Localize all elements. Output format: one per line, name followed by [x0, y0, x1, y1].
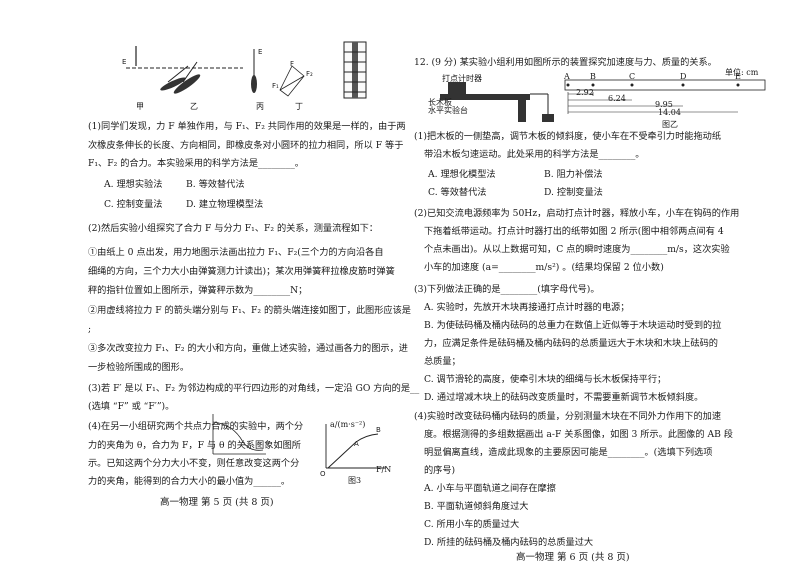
label-ding: 丁	[295, 102, 303, 111]
tape-value-1: 2.92	[576, 88, 594, 97]
fig1-note-2: 水平实验台	[428, 106, 468, 115]
q1-line-2: 次橡皮条伸长的长度、方向相同，即橡皮条对小圆环的拉力相同，所以 F 等于	[88, 140, 404, 151]
s3-option-a: A. 实验时，先放开木块再接通打点计时器的电源；	[424, 302, 630, 313]
svg-text:E: E	[122, 58, 126, 66]
s4-line-3: 明显偏离直线，造成此现象的主要原因可能是________。(选填下列选项	[424, 447, 713, 458]
tape-value-4: 14.04	[658, 108, 681, 117]
tape-point-c: C	[629, 72, 636, 81]
s4-line-1: (4)实验时改变砝码桶内砝码的质量，分别测量木块在不同外力作用下的加速	[414, 411, 722, 422]
fig1-note-1: 长木板	[428, 98, 452, 107]
s1-line-1: (1)把木板的一侧垫高，调节木板的倾斜度，使小车在不受牵引力时能拖动纸	[414, 131, 722, 142]
graph3-ylabel: a/(m·s⁻²)	[330, 420, 366, 429]
s4-line-2: 度。根据测得的多组数据画出 a-F 关系图像，如图 3 所示。此图像的 AB 段	[424, 429, 733, 440]
label-jia: 甲	[136, 102, 144, 111]
tape-unit: 单位: cm	[725, 68, 759, 77]
tape-value-3: 9.95	[655, 100, 673, 109]
q1-line-1: (1)同学们发现，力 F 单独作用，与 F₁、F₂ 共同作用的效果是一样的，由于…	[88, 121, 406, 132]
svg-text:F₁: F₁	[272, 82, 279, 90]
s1-option-a: A. 理想化模型法	[428, 169, 496, 180]
s4-option-b: B. 平面轨道倾斜角度过大	[424, 501, 529, 512]
svg-text:B: B	[376, 426, 381, 434]
graph3-a-f: A B O	[320, 424, 386, 478]
s1-option-b: B. 阻力补偿法	[544, 169, 603, 180]
left-footer: 高一物理 第 5 页 (共 8 页)	[160, 497, 274, 508]
s3-line: (3)下列做法正确的是________(填字母代号)。	[414, 284, 600, 295]
tape-value-2: 6.24	[608, 94, 626, 103]
q2-step1-line-3: 秤的指针位置如上图所示，弹簧秤示数为________N；	[88, 285, 308, 296]
q2-step3-line-1: ③多次改变拉力 F₁、F₂ 的大小和方向，重做上述实验，通过画各力的图示，进	[88, 343, 408, 354]
left-page: E E F F₂ F₁ 甲 乙 丙 丁 (1)同学们发现，力 F 单独作用，与 …	[88, 41, 419, 508]
q4-line-3: 示。已知这两个分力大小不变，则任意改变这两个分	[88, 458, 300, 469]
q2-step3-line-2: 一步检验所围成的图形。	[88, 362, 190, 373]
q4-line-2: 力的夹角为 θ，合力为 F，F 与 θ 的关系图象如图所	[88, 440, 301, 451]
svg-text:E: E	[258, 48, 262, 56]
q1-option-d: D. 建立物理模型法	[186, 199, 264, 210]
s2-line-1: (2)已知交流电源频率为 50Hz，启动打点计时器，释放小车，小车在钩码的作用	[414, 208, 740, 219]
s3-option-b-2: 力，应满足条件是砝码桶及桶内砝码的总质量远大于木块和木块上砝码的	[424, 338, 718, 349]
q2-step1-line-2: 细绳的方向，三个力大小由弹簧测力计读出)；某次用弹簧秤拉橡皮筋时弹簧	[88, 266, 395, 277]
figure-bing: E	[251, 48, 262, 93]
svg-text:F: F	[290, 60, 294, 68]
s2-line-4: 小车的加速度 (a=________m/s²) 。(结果均保留 2 位小数)	[424, 262, 664, 273]
label-yi: 乙	[190, 102, 198, 111]
q3-line-2: (选填 “F” 或 “F′”)。	[88, 401, 175, 412]
q2-step2-line-1: ②用虚线将拉力 F 的箭头端分别与 F₁、F₂ 的箭头端连接如图丁，此图形应该是	[88, 305, 411, 316]
figure-ding: F F₂ F₁	[272, 60, 313, 97]
s3-option-c: C. 调节滑轮的高度，使牵引木块的细绳与长木板保持平行；	[424, 374, 667, 385]
figure-yi	[173, 61, 201, 94]
paper-tape-figure	[564, 79, 766, 114]
q3-line-1: (3)若 F′ 是以 F₁、F₂ 为邻边构成的平行四边形的对角线，一定沿 GO …	[88, 383, 420, 394]
q1-option-b: B. 等效替代法	[186, 179, 245, 190]
tape-point-d: D	[680, 72, 687, 81]
s2-line-2: 下拖着纸带运动。打点计时器打出的纸带如图 2 所示(图中相邻两点间有 4	[424, 226, 724, 237]
spring-scale-figure	[343, 41, 367, 99]
fig2-caption: 图乙	[662, 120, 678, 129]
s1-option-c: C. 等效替代法	[428, 187, 487, 198]
right-page: 12. (9 分) 某实验小组利用如图所示的装置探究加速度与力、质量的关系。 打…	[400, 0, 800, 566]
s4-option-a: A. 小车与平面轨道之间存在摩擦	[424, 483, 556, 494]
s4-option-c: C. 所用小车的质量过大	[424, 519, 520, 530]
s3-option-b-1: B. 为使砝码桶及桶内砝码的总重力在数值上近似等于木块运动时受到的拉	[424, 320, 722, 331]
q2-step1-line-1: ①由纸上 0 点出发，用力地图示法画出拉力 F₁、F₂(三个力的方向沿各自	[88, 247, 384, 258]
s3-option-b-3: 总质量；	[424, 356, 461, 367]
s1-line-2: 带沿木板匀速运动。此处采用的科学方法是________。	[424, 149, 645, 160]
s4-option-d: D. 所挂的砝码桶及桶内砝码的总质量过大	[424, 537, 594, 548]
f-theta-graph	[212, 414, 266, 455]
q12-title: 12. (9 分) 某实验小组利用如图所示的装置探究加速度与力、质量的关系。	[414, 57, 717, 68]
graph3-xlabel: F/N	[376, 465, 392, 474]
svg-text:O: O	[320, 470, 326, 478]
q4-line-1: (4)在另一小组研究两个共点力合成的实验中，两个分	[88, 421, 304, 432]
q1-option-c: C. 控制变量法	[104, 199, 163, 210]
s1-option-d: D. 控制变量法	[544, 187, 603, 198]
timer-label: 打点计时器	[442, 74, 482, 83]
s2-line-3: 个点未画出)。从以上数据可知，C 点的瞬时速度为________m/s，这次实验	[424, 244, 730, 255]
q1-line-3: F₁、F₂ 的合力。本实验采用的科学方法是________。	[88, 158, 304, 169]
s4-line-4: 的序号)	[424, 465, 456, 476]
q2-step2-line-2: ;	[88, 324, 92, 335]
tape-point-a: A	[564, 72, 570, 81]
q1-option-a: A. 理想实验法	[104, 179, 163, 190]
svg-text:F₂: F₂	[306, 70, 313, 78]
svg-text:A: A	[354, 440, 359, 448]
right-footer: 高一物理 第 6 页 (共 8 页)	[516, 552, 630, 563]
graph3-caption: 图3	[348, 476, 362, 485]
apparatus-figure	[440, 82, 554, 122]
tape-point-b: B	[590, 72, 596, 81]
q2-intro: (2)然后实验小组探究了合力 F 与分力 F₁、F₂ 的关系，测量流程如下：	[88, 223, 379, 234]
figure-jia: E	[122, 46, 243, 91]
q4-line-4: 力的夹角，能得到的合力大小的最小值为______。	[88, 476, 291, 487]
s3-option-d: D. 通过增减木块上的砝码改变质量时，不需要重新调节木板倾斜度。	[424, 392, 704, 403]
tape-point-e: E	[735, 72, 741, 81]
label-bing: 丙	[256, 102, 264, 111]
